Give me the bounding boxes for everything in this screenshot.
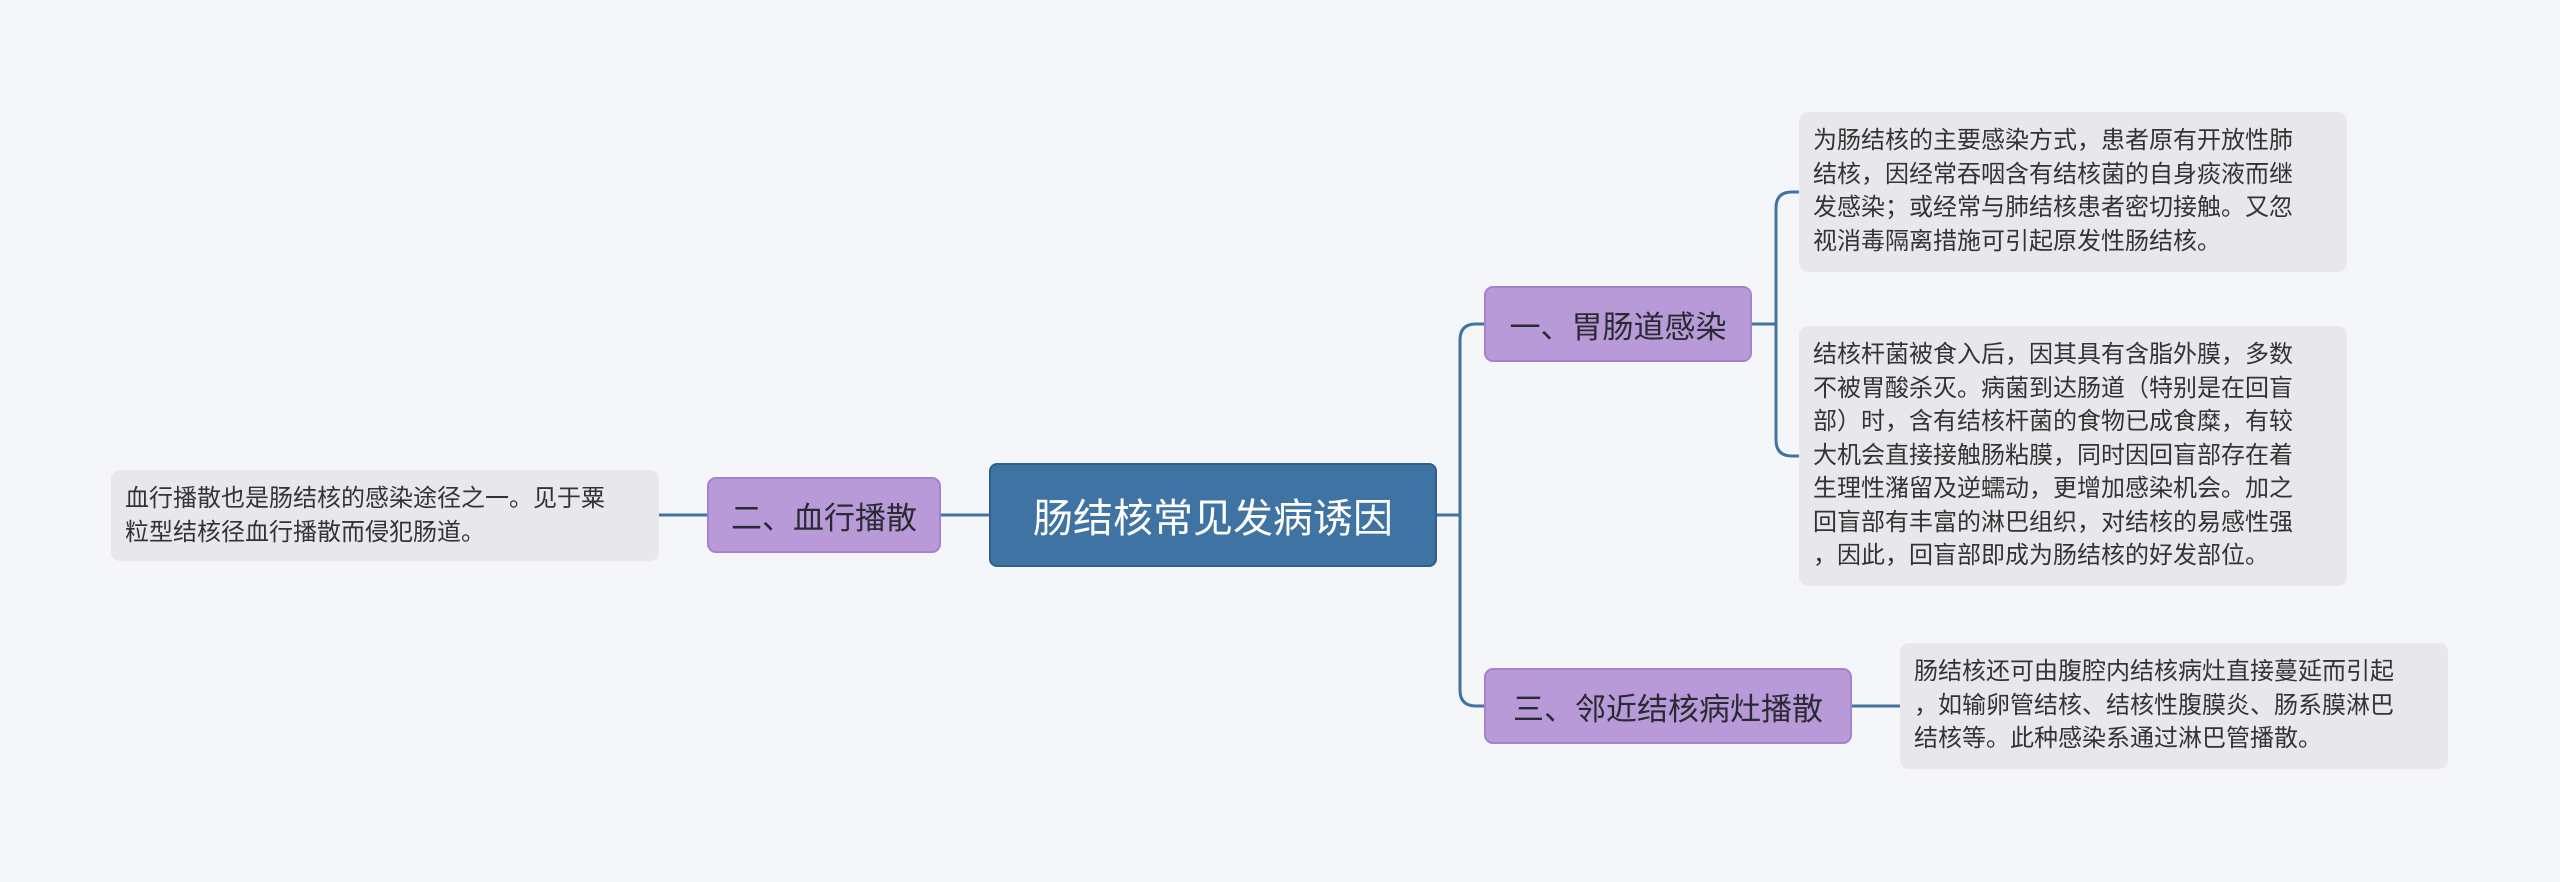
note-line: 生理性潴留及逆蠕动，更增加感染机会。加之 xyxy=(1813,474,2293,502)
note-hematogenous[interactable]: 血行播散也是肠结核的感染途径之一。见于粟 粒型结核径血行播散而侵犯肠道。 xyxy=(111,470,659,561)
branch-adjacent-lesion-spread[interactable]: 三、邻近结核病灶播散 xyxy=(1484,668,1852,744)
note-gastrointestinal-1[interactable]: 为肠结核的主要感染方式，患者原有开放性肺 结核，因经常吞咽含有结核菌的自身痰液而… xyxy=(1799,112,2347,272)
note-line: 结核杆菌被食入后，因其具有含脂外膜，多数 xyxy=(1813,340,2293,368)
note-line: 血行播散也是肠结核的感染途径之一。见于粟 xyxy=(125,484,605,512)
note-line: 结核等。此种感染系通过淋巴管播散。 xyxy=(1914,724,2322,752)
connector-root-to-branch-3 xyxy=(1458,513,1486,708)
branch-hematogenous-spread[interactable]: 二、血行播散 xyxy=(707,477,941,553)
note-line: 结核，因经常吞咽含有结核菌的自身痰液而继 xyxy=(1813,159,2293,188)
note-line: 视消毒隔离措施可引起原发性肠结核。 xyxy=(1813,226,2221,255)
note-line: 回盲部有丰富的淋巴组织，对结核的易感性强 xyxy=(1813,507,2293,536)
note-line: 大机会直接接触肠粘膜，同时因回盲部存在着 xyxy=(1813,440,2293,469)
note-adjacent-lesion[interactable]: 肠结核还可由腹腔内结核病灶直接蔓延而引起 ，如输卵管结核、结核性腹膜炎、肠系膜淋… xyxy=(1900,643,2448,769)
note-line: 发感染；或经常与肺结核患者密切接触。又忽 xyxy=(1813,193,2293,221)
note-line: 部）时，含有结核杆菌的食物已成食糜，有较 xyxy=(1813,407,2293,435)
note-gastrointestinal-2[interactable]: 结核杆菌被食入后，因其具有含脂外膜，多数 不被胃酸杀灭。病菌到达肠道（特别是在回… xyxy=(1799,326,2347,586)
note-line: 为肠结核的主要感染方式，患者原有开放性肺 xyxy=(1813,126,2293,154)
note-line: 不被胃酸杀灭。病菌到达肠道（特别是在回盲 xyxy=(1813,373,2293,402)
note-line: ，如输卵管结核、结核性腹膜炎、肠系膜淋巴 xyxy=(1914,690,2394,719)
note-line: 粒型结核径血行播散而侵犯肠道。 xyxy=(125,517,485,546)
connector-root-to-branch-1 xyxy=(1458,322,1486,517)
root-topic[interactable]: 肠结核常见发病诱因 xyxy=(989,463,1437,567)
note-line: ，因此，回盲部即成为肠结核的好发部位。 xyxy=(1813,541,2269,569)
connector-branch-1-to-note-1 xyxy=(1774,190,1801,326)
note-line: 肠结核还可由腹腔内结核病灶直接蔓延而引起 xyxy=(1914,657,2394,685)
branch-gastrointestinal-infection[interactable]: 一、胃肠道感染 xyxy=(1484,286,1752,362)
connector-branch-1-to-note-2 xyxy=(1774,322,1801,458)
